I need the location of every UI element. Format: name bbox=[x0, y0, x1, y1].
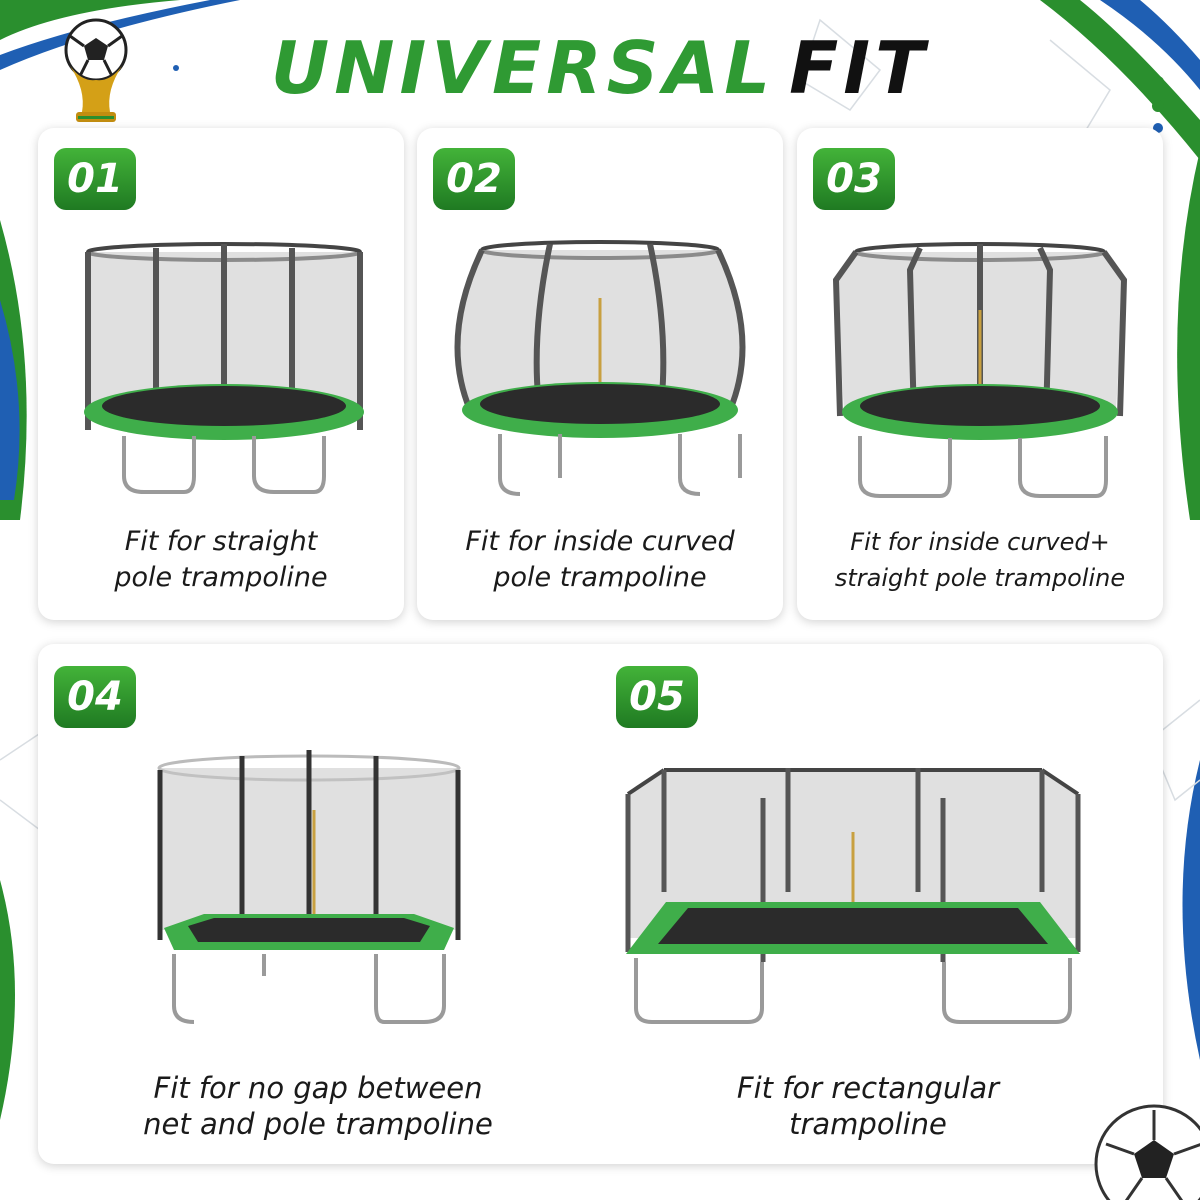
curved-straight-pole-trampoline-image bbox=[832, 242, 1128, 498]
card-curved-straight-pole: 03 Fit for inside curved+ straight pole … bbox=[797, 128, 1163, 620]
soccer-ball-icon bbox=[1094, 1104, 1200, 1200]
caption-line-2: net and pole trampoline bbox=[143, 1107, 493, 1141]
caption-line-1: Fit for inside curved bbox=[465, 526, 735, 557]
caption-line-1: Fit for inside curved+ bbox=[850, 528, 1110, 556]
badge-number: 04 bbox=[54, 666, 136, 728]
caption-line-2: pole trampoline bbox=[493, 562, 707, 593]
card-caption: Fit for no gap between net and pole tram… bbox=[38, 1070, 598, 1142]
card-caption: Fit for straight pole trampoline bbox=[38, 524, 404, 596]
title-fit: FIT bbox=[789, 26, 930, 110]
card-bottom-row: 04 Fit for no gap between net and pole t… bbox=[38, 644, 1163, 1164]
caption-line-1: Fit for straight bbox=[124, 526, 318, 557]
caption-line-2: pole trampoline bbox=[114, 562, 328, 593]
caption-line-1: Fit for rectangular bbox=[736, 1071, 1000, 1105]
curved-pole-trampoline-image bbox=[454, 240, 746, 496]
card-caption: Fit for inside curved pole trampoline bbox=[417, 524, 783, 596]
card-caption: Fit for rectangular trampoline bbox=[598, 1070, 1138, 1142]
badge-number: 01 bbox=[54, 148, 136, 210]
no-gap-trampoline-image bbox=[157, 750, 461, 1024]
rectangular-trampoline-image bbox=[625, 768, 1081, 1024]
title-universal: UNIVERSAL bbox=[270, 26, 776, 110]
card-curved-pole: 02 Fit for inside curved pole trampoline bbox=[417, 128, 783, 620]
badge-number: 03 bbox=[813, 148, 895, 210]
straight-pole-trampoline-image bbox=[84, 242, 364, 494]
badge-number: 02 bbox=[433, 148, 515, 210]
caption-line-2: straight pole trampoline bbox=[834, 564, 1126, 592]
trophy-ball-icon bbox=[64, 18, 128, 122]
caption-line-1: Fit for no gap between bbox=[153, 1071, 483, 1105]
badge-number: 05 bbox=[616, 666, 698, 728]
caption-line-2: trampoline bbox=[789, 1107, 947, 1141]
card-caption: Fit for inside curved+ straight pole tra… bbox=[797, 524, 1163, 596]
card-straight-pole: 01 Fit for straight pole trampoline bbox=[38, 128, 404, 620]
